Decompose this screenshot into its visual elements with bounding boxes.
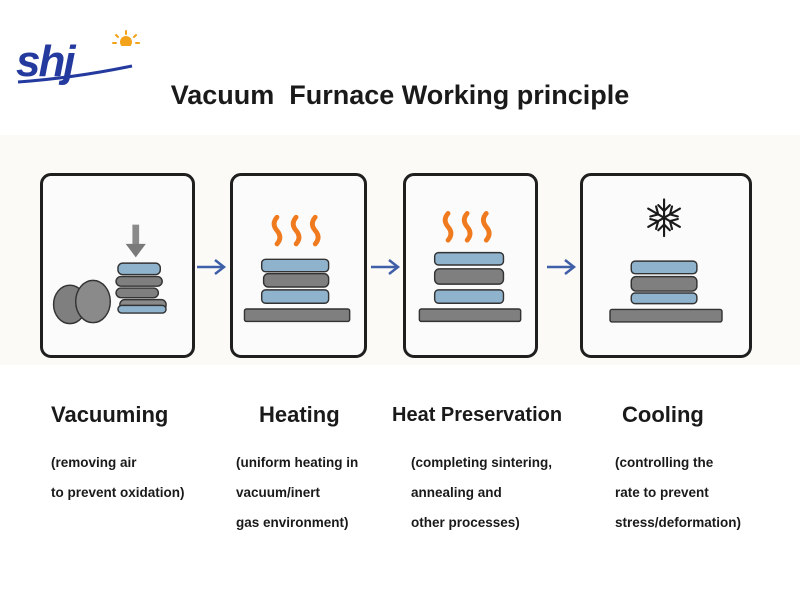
step-panel-heat-preservation: [403, 173, 538, 358]
step-title-vacuuming: Vacuuming: [51, 402, 169, 427]
step-description-cooling: (controlling the rate to prevent stress/…: [615, 448, 741, 538]
step-description-heat-preservation: (completing sintering, annealing and oth…: [411, 448, 552, 538]
heat-waves-icon: [442, 211, 492, 243]
flow-arrow: [545, 257, 579, 277]
heat-waves-icon: [271, 214, 321, 247]
description-line: (uniform heating in: [236, 455, 359, 470]
sun-icon: [112, 30, 140, 51]
step-title-heating: Heating: [259, 402, 340, 427]
description-line: other processes): [411, 515, 520, 530]
step-title-cooling: Cooling: [622, 402, 704, 427]
step-panel-vacuuming: [40, 173, 195, 358]
loose-round-workpieces: [52, 279, 112, 325]
description-line: (completing sintering,: [411, 455, 553, 470]
step-panel-cooling: [580, 173, 752, 358]
snowflake-icon: [647, 198, 682, 238]
description-line: rate to prevent: [615, 485, 709, 500]
flow-arrow: [195, 257, 229, 277]
description-line: to prevent oxidation): [51, 485, 185, 500]
description-line: (controlling the: [615, 455, 714, 470]
plate-stack: [609, 260, 723, 323]
description-line: gas environment): [236, 515, 349, 530]
page-title: Vacuum Furnace Working principle: [170, 80, 630, 110]
stacked-workpieces: [115, 262, 167, 314]
down-arrow-icon: [125, 224, 146, 258]
step-description-vacuuming: (removing air to prevent oxidation): [51, 448, 185, 508]
description-line: annealing and: [411, 485, 502, 500]
company-logo: shj: [14, 30, 142, 90]
step-description-heating: (uniform heating in vacuum/inert gas env…: [236, 448, 358, 538]
description-line: stress/deformation): [615, 515, 742, 530]
description-line: vacuum/inert: [236, 485, 321, 500]
flow-arrow: [369, 257, 403, 277]
step-panel-heating: [230, 173, 367, 358]
description-line: (removing air: [51, 455, 137, 470]
plate-stack: [243, 258, 351, 323]
step-title-heat-preservation: Heat Preservation: [392, 404, 563, 426]
plate-stack: [418, 251, 522, 323]
logo-text: shj: [16, 37, 76, 86]
